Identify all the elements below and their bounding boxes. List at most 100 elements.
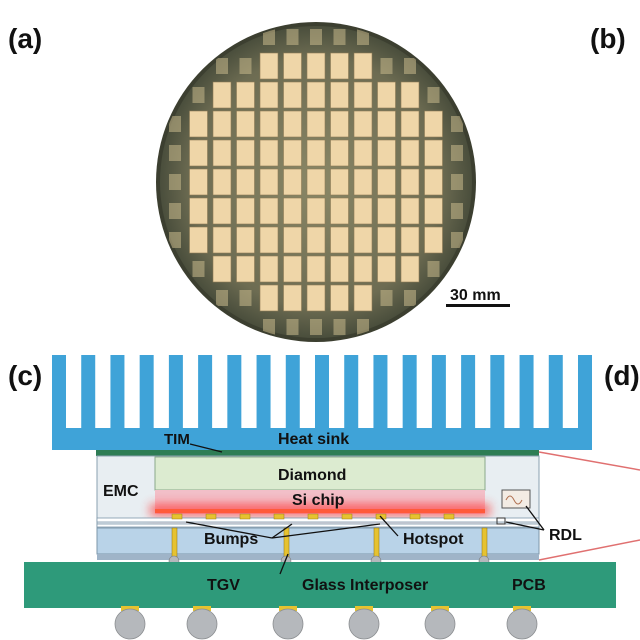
heat-sink-fin [198,355,213,430]
wafer-die [283,139,302,167]
wafer-die [306,255,326,283]
wafer-image [156,22,476,342]
label-tgv: TGV [207,577,240,594]
wafer-die [424,139,443,167]
micro-bump [341,513,353,520]
wafer-die [212,168,232,196]
wafer-die [330,284,349,312]
wafer-die [377,139,396,167]
label-heat-sink: Heat sink [278,431,349,448]
wafer-die [330,110,349,138]
wafer-die [330,226,349,254]
wafer-test-die [169,116,181,132]
wafer-die [424,197,443,225]
diamond-layer [154,456,486,491]
wafer-die [189,139,208,167]
wafer-die [400,226,420,254]
wafer-die [353,52,373,80]
wafer-die [236,226,255,254]
wafer-die [306,81,326,109]
micro-bumps [171,513,455,520]
zoom-line-top [538,451,640,471]
wafer-die [330,139,349,167]
wafer-test-die [239,58,252,74]
interposer-bottom-rdl [97,554,539,560]
wafer-die [189,197,208,225]
wafer-test-die [427,261,440,277]
rdl-marker [496,517,506,525]
solder-balls [114,606,538,640]
wafer-die [212,139,232,167]
tgv [373,527,380,559]
rdl-layer-2 [96,523,540,528]
wafer-die [400,81,420,109]
wafer-test-die [404,290,416,306]
wafer-die [212,226,232,254]
wafer-test-die [380,58,393,74]
wafer-die [377,255,396,283]
label-diamond: Diamond [278,467,346,484]
heat-sink-fin [285,355,300,430]
wafer-die [259,139,279,167]
wafer-die [377,226,396,254]
wafer-die [377,168,396,196]
wafer-die [283,168,302,196]
package-cross-section: TIM Heat sink EMC Diamond Si chip RDL Bu… [24,355,640,640]
wafer-die [259,81,279,109]
panel-label-a: (a) [8,23,42,54]
wafer-test-die [333,29,346,45]
wafer-die [189,168,208,196]
tgv [171,527,178,559]
wafer-die [424,226,443,254]
wafer-test-die [427,87,440,103]
wafer-die [377,81,396,109]
wafer-die [236,255,255,283]
wafer-die [212,81,232,109]
micro-bump [205,513,217,520]
micro-bump [443,513,455,520]
wafer-test-die [169,174,181,190]
label-glass-interposer: Glass Interposer [302,577,428,594]
wafer-die [400,197,420,225]
label-hotspot: Hotspot [403,531,464,548]
scale-bar [446,304,510,307]
wafer-die [259,226,279,254]
wafer-die [377,197,396,225]
wafer-test-die [451,145,463,161]
wafer-test-die [169,203,181,219]
wafer-die [212,197,232,225]
wafer-die [353,284,373,312]
wafer-die [236,110,255,138]
tgv [481,527,488,559]
ball-pad [431,606,449,611]
wafer-test-die [333,319,346,335]
heat-sink-fin [256,355,271,430]
wafer-test-die [404,58,416,74]
solder-ball [272,608,304,640]
heat-sink-fin [519,355,534,430]
wafer-die [353,226,373,254]
heat-sink-fin [227,355,242,430]
heat-sink-base [52,428,592,450]
wafer-test-die [380,290,393,306]
wafer-die [189,226,208,254]
wafer-die [259,255,279,283]
wafer-die [259,110,279,138]
scale-bar-label: 30 mm [450,287,501,304]
wafer-die [400,255,420,283]
hotspot-line [155,509,485,513]
heat-sink-fin [344,355,359,430]
wafer-die [259,284,279,312]
micro-bump [171,513,183,520]
wafer-test-die [239,290,252,306]
wafer-die [400,168,420,196]
ball-pad [121,606,139,611]
wafer-die [330,81,349,109]
heat-sink-fin [461,355,476,430]
wafer-die [330,52,349,80]
wafer-die [400,139,420,167]
wafer-die [424,110,443,138]
wafer-die [283,81,302,109]
wafer-die [283,226,302,254]
